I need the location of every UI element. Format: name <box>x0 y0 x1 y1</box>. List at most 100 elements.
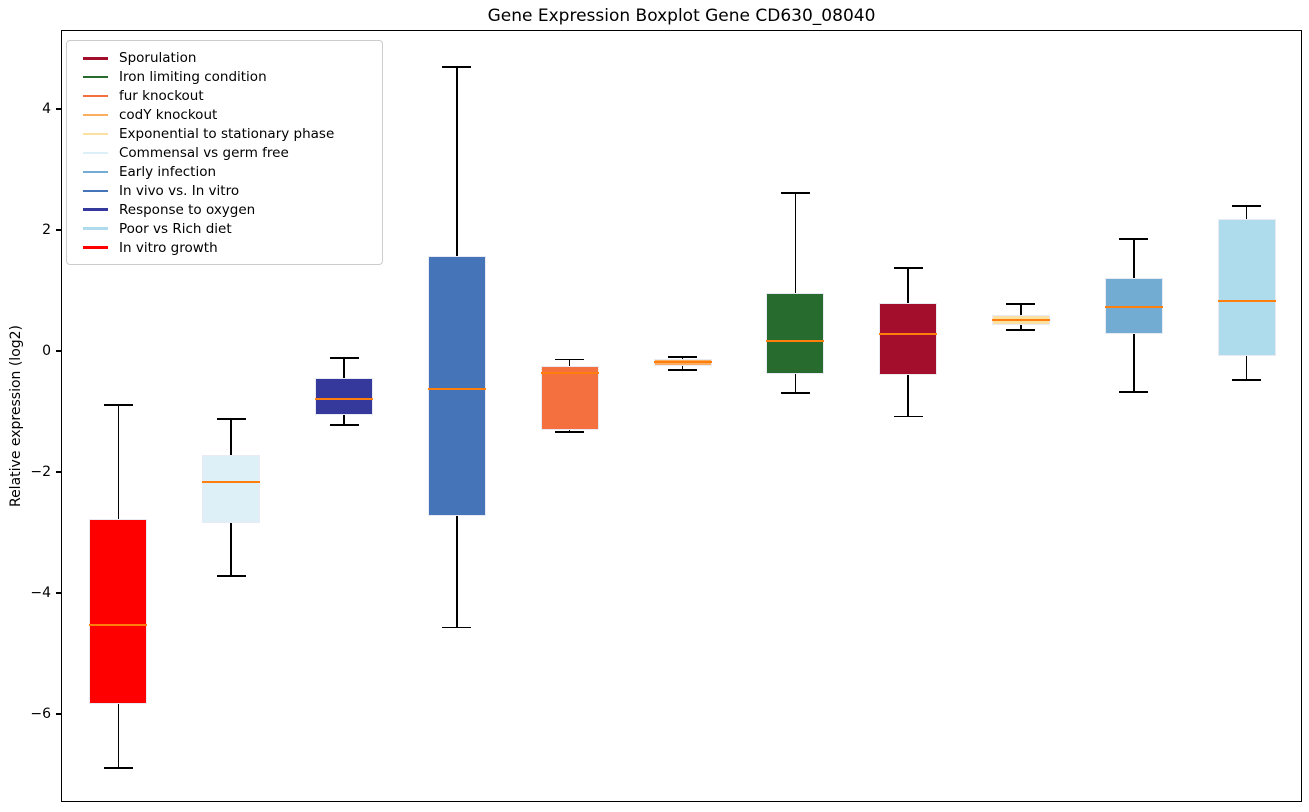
boxplot-box <box>766 292 825 374</box>
y-tick-label: 2 <box>42 222 51 238</box>
boxplot-box <box>89 518 148 705</box>
legend-item: Poor vs Rich diet <box>76 219 372 238</box>
median-line <box>89 623 148 627</box>
y-tick-label: 0 <box>42 343 51 359</box>
legend-line-swatch <box>83 56 108 60</box>
whisker-cap-upper <box>668 356 697 358</box>
whisker-upper <box>230 419 232 455</box>
legend-line-swatch <box>83 227 108 230</box>
whisker-lower <box>1020 324 1022 331</box>
whisker-upper <box>456 67 458 256</box>
whisker-lower <box>456 515 458 628</box>
legend-item-label: Iron limiting condition <box>119 69 267 86</box>
whisker-lower <box>1133 333 1135 392</box>
legend-line-swatch <box>83 170 108 174</box>
whisker-lower <box>568 430 571 432</box>
legend-line-swatch <box>83 113 108 117</box>
y-tick-mark <box>56 229 61 231</box>
whisker-lower <box>681 365 684 371</box>
legend-item: Commensal vs germ free <box>76 144 372 163</box>
whisker-cap-lower <box>329 424 359 426</box>
legend-item: Iron limiting condition <box>76 68 372 87</box>
whisker-cap-upper <box>1232 205 1262 207</box>
whisker-upper <box>1133 238 1135 279</box>
y-tick-label: −6 <box>30 706 51 722</box>
legend-item-label: codY knockout <box>119 107 218 124</box>
legend-item-label: In vivo vs. In vitro <box>119 182 240 199</box>
legend-item: Sporulation <box>76 49 372 68</box>
whisker-cap-upper <box>329 357 359 359</box>
boxplot-box <box>540 365 599 431</box>
whisker-cap-lower <box>1232 379 1262 381</box>
median-line <box>427 387 486 391</box>
whisker-cap-upper <box>555 358 585 360</box>
whisker-cap-lower <box>555 431 585 433</box>
median-line <box>1217 299 1276 303</box>
y-tick-mark <box>56 350 61 352</box>
whisker-cap-lower <box>893 415 923 418</box>
whisker-cap-lower <box>668 369 697 371</box>
median-line <box>766 339 825 343</box>
median-line <box>540 371 599 375</box>
whisker-lower <box>230 523 232 576</box>
legend-item-label: Exponential to stationary phase <box>119 126 335 142</box>
whisker-cap-upper <box>103 404 133 406</box>
whisker-cap-lower <box>1006 329 1036 331</box>
whisker-upper <box>681 356 684 360</box>
whisker-lower <box>117 704 120 769</box>
whisker-upper <box>1245 206 1248 219</box>
y-tick-mark <box>56 592 61 594</box>
legend-line-swatch <box>83 75 108 79</box>
whisker-lower <box>794 373 797 394</box>
legend-item-label: Early infection <box>119 163 217 180</box>
legend-item: Response to oxygen <box>76 201 372 220</box>
legend-item: fur knockout <box>76 87 372 106</box>
y-tick-mark <box>56 713 61 715</box>
legend-item: Early infection <box>76 163 372 182</box>
whisker-cap-lower <box>103 767 133 769</box>
boxplot-box <box>1217 218 1276 357</box>
whisker-upper <box>1020 304 1022 316</box>
whisker-cap-upper <box>1119 238 1149 240</box>
legend-line-swatch <box>83 132 108 136</box>
whisker-cap-upper <box>893 267 923 269</box>
y-tick-label: 4 <box>42 101 51 117</box>
legend-item-label: Sporulation <box>119 50 197 67</box>
whisker-upper <box>117 405 120 519</box>
plot-area <box>61 30 1302 802</box>
whisker-upper <box>794 192 797 293</box>
whisker-cap-upper <box>442 66 472 68</box>
legend-item-label: fur knockout <box>119 88 204 105</box>
median-line <box>653 361 712 364</box>
legend-item: In vitro growth <box>76 238 372 257</box>
boxplot-box <box>427 255 486 516</box>
whisker-cap-lower <box>216 575 246 577</box>
whisker-upper <box>343 358 345 378</box>
boxplot-box <box>879 302 938 375</box>
figure-title: Gene Expression Boxplot Gene CD630_08040 <box>487 6 876 26</box>
legend-item-label: Response to oxygen <box>119 201 256 218</box>
median-line <box>879 332 938 336</box>
median-line <box>315 397 374 401</box>
legend-item: Exponential to stationary phase <box>76 125 372 144</box>
y-tick-mark <box>56 471 61 473</box>
whisker-cap-lower <box>1119 391 1149 393</box>
legend-item-label: Commensal vs germ free <box>119 144 289 161</box>
boxplot-box <box>315 378 374 415</box>
median-line <box>202 480 261 484</box>
y-tick-label: −4 <box>30 585 51 601</box>
y-tick-label: −2 <box>30 464 51 480</box>
whisker-cap-lower <box>442 626 472 629</box>
legend-item-label: Poor vs Rich diet <box>119 220 232 237</box>
y-tick-mark <box>56 108 61 110</box>
whisker-cap-upper <box>780 192 810 194</box>
legend-item: codY knockout <box>76 106 372 125</box>
legend-line-swatch <box>83 151 108 155</box>
whisker-lower <box>343 414 345 426</box>
whisker-cap-upper <box>1006 303 1036 305</box>
legend-line-swatch <box>83 208 108 212</box>
whisker-cap-upper <box>216 418 246 420</box>
